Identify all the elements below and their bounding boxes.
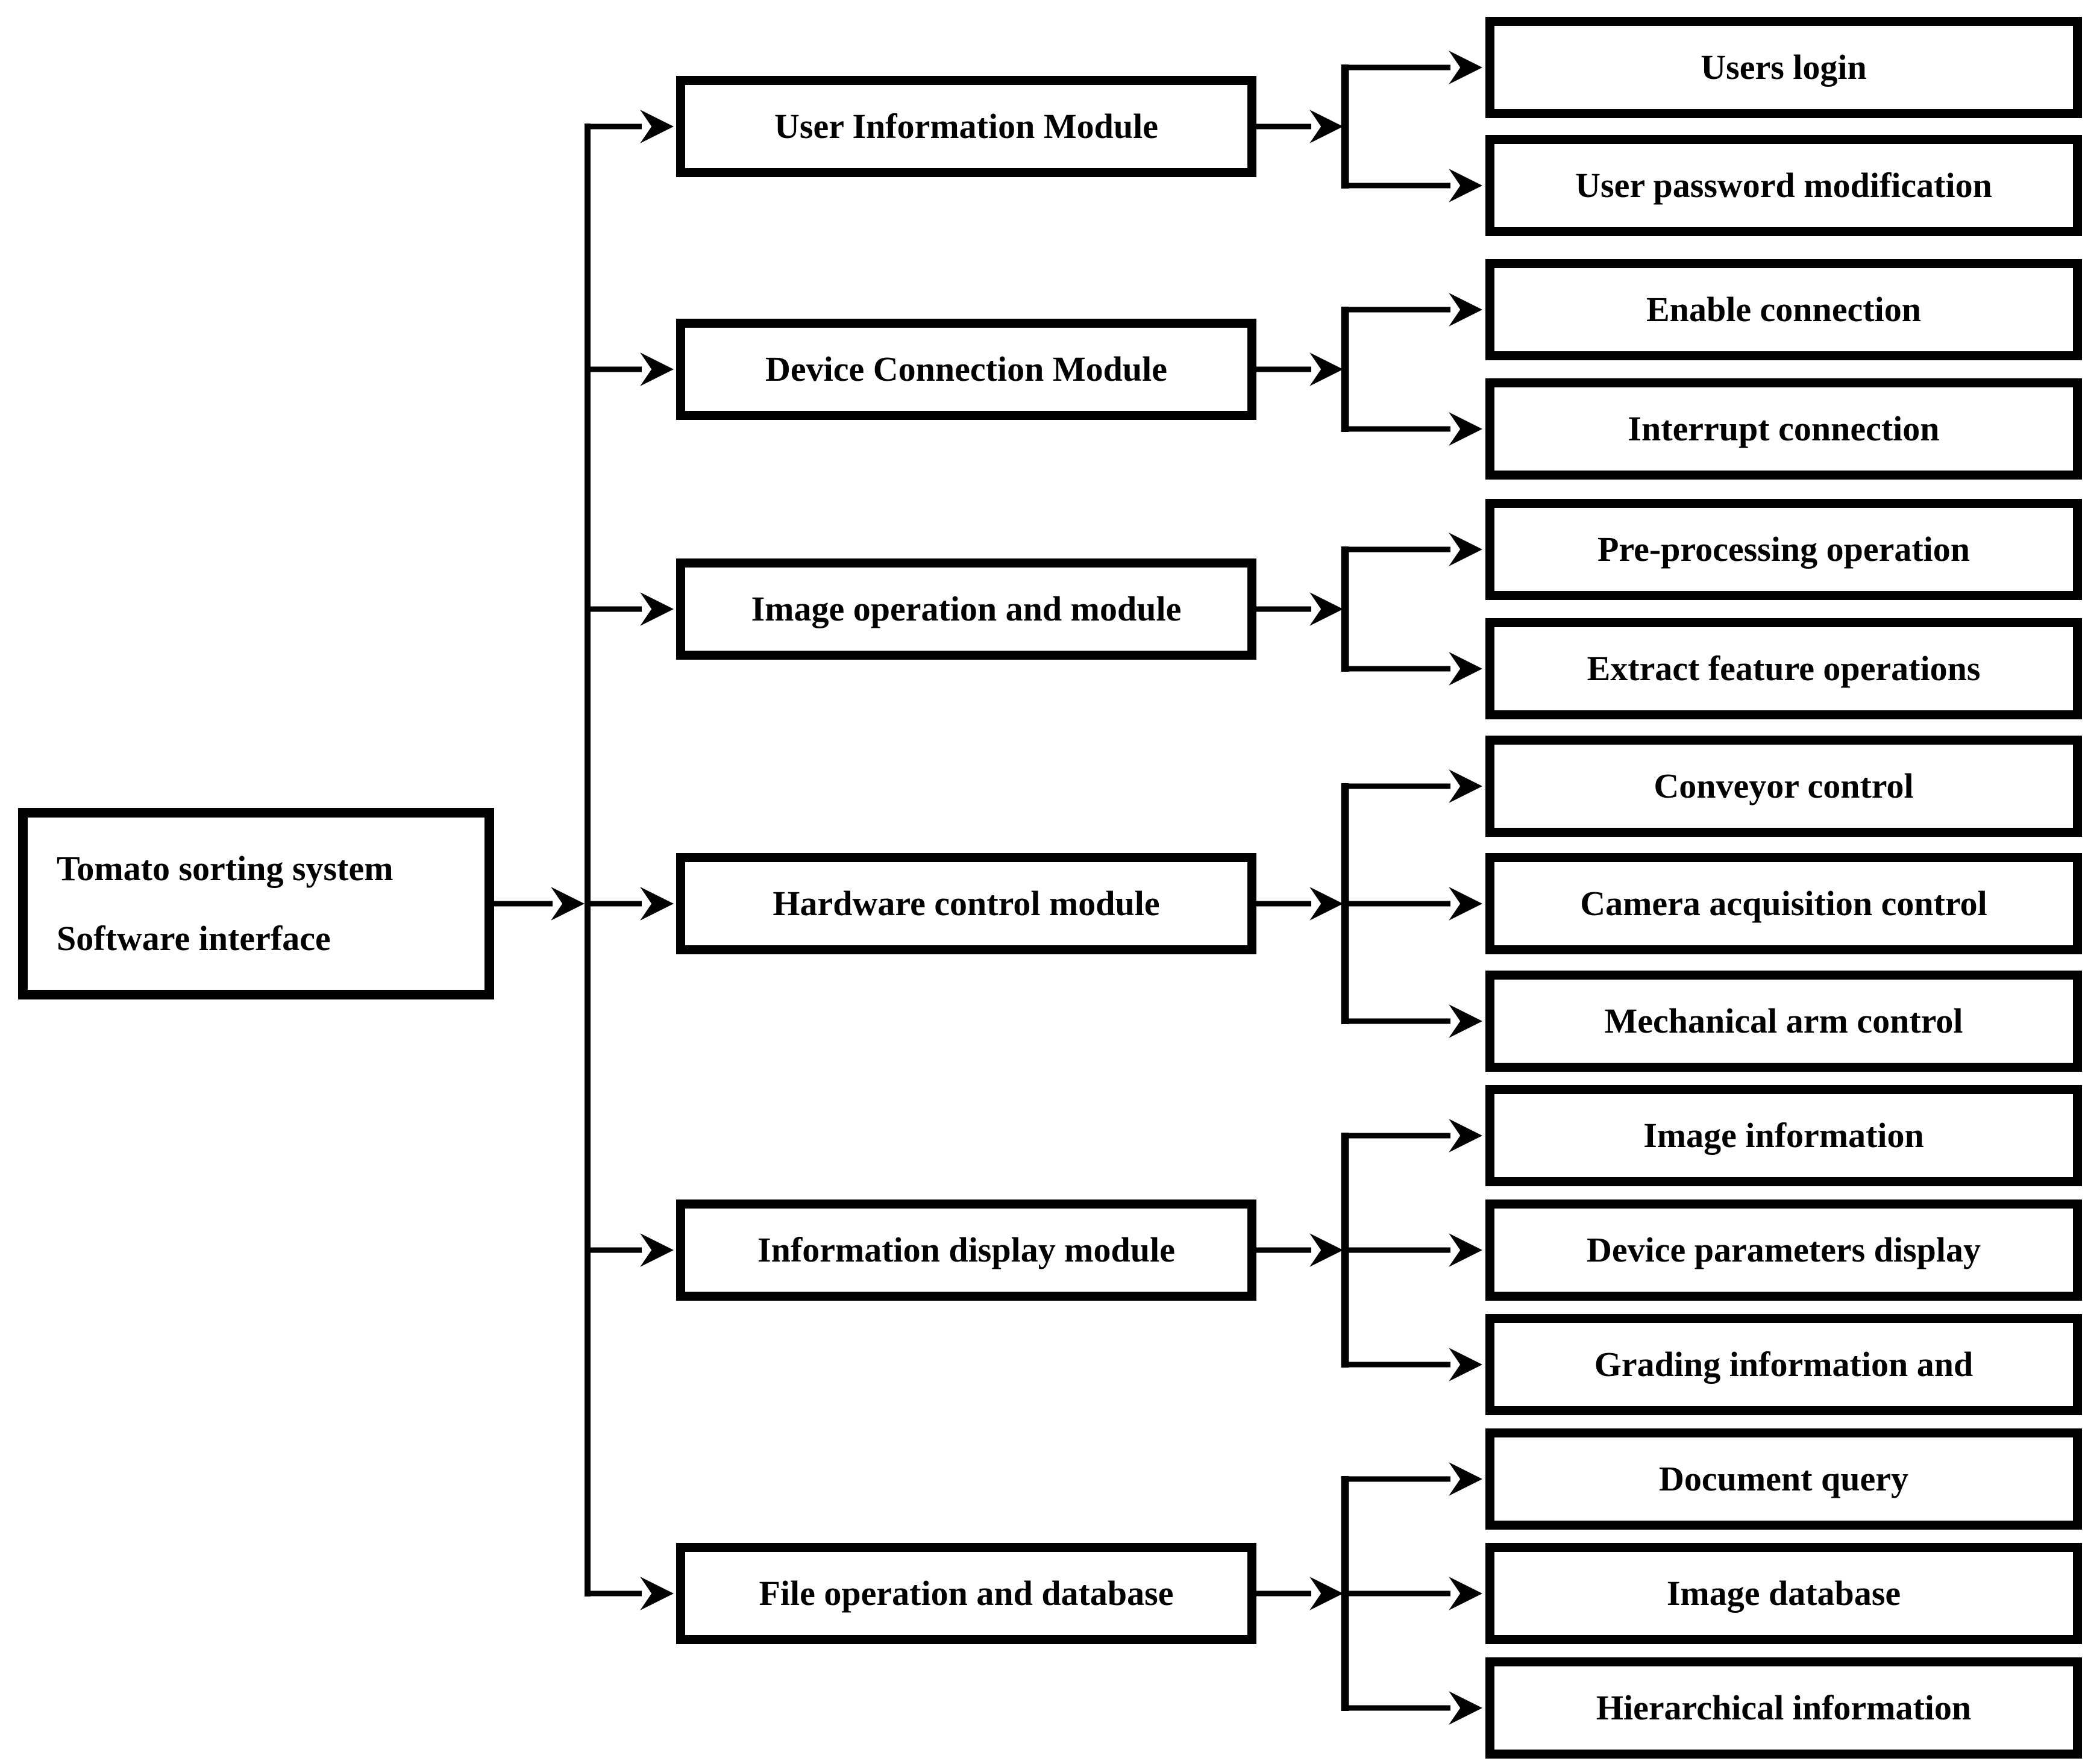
child-label: User password modification — [1575, 166, 1992, 205]
child-label: Users login — [1701, 48, 1867, 87]
module-label: User Information Module — [774, 107, 1158, 146]
module-to-junction-arrows — [1256, 110, 1344, 1610]
child-label: Hierarchical information — [1596, 1688, 1972, 1728]
module-label: Image operation and module — [751, 589, 1182, 629]
child-node-interrupt-connection: Interrupt connection — [1485, 378, 2082, 480]
child-label: Interrupt connection — [1628, 409, 1940, 449]
child-label: Image information — [1643, 1116, 1924, 1156]
module-node-file-operation: File operation and database — [676, 1543, 1256, 1644]
child-label: Camera acquisition control — [1580, 884, 1987, 924]
child-label: Document query — [1658, 1459, 1908, 1499]
child-label: Grading information and — [1594, 1345, 1974, 1384]
child-node-pre-processing-operation: Pre-processing operation — [1485, 499, 2082, 600]
child-label: Device parameters display — [1587, 1230, 1981, 1270]
child-node-device-parameters-display: Device parameters display — [1485, 1199, 2082, 1301]
child-node-extract-feature-operations: Extract feature operations — [1485, 618, 2082, 719]
module-label: Device Connection Module — [765, 349, 1167, 389]
child-node-grading-information-and: Grading information and — [1485, 1314, 2082, 1415]
module-label: File operation and database — [759, 1574, 1174, 1613]
child-node-image-information: Image information — [1485, 1085, 2082, 1186]
child-node-camera-acquisition-control: Camera acquisition control — [1485, 853, 2082, 954]
child-label: Conveyor control — [1654, 766, 1914, 806]
root-title-line1: Tomato sorting system — [57, 848, 393, 888]
child-label: Extract feature operations — [1587, 649, 1981, 689]
module-label: Information display module — [757, 1230, 1175, 1270]
module-node-image-operation: Image operation and module — [676, 558, 1256, 660]
child-label: Pre-processing operation — [1597, 530, 1970, 569]
child-node-conveyor-control: Conveyor control — [1485, 736, 2082, 837]
root-title-line2: Software interface — [57, 919, 331, 959]
child-node-mechanical-arm-control: Mechanical arm control — [1485, 971, 2082, 1072]
trunk-to-module-arrows — [588, 110, 674, 1610]
module-node-information-display: Information display module — [676, 1199, 1256, 1301]
module-node-user-information: User Information Module — [676, 76, 1256, 177]
child-node-users-login: Users login — [1485, 17, 2082, 118]
root-node-tomato-sorting-system: Tomato sorting system Software interface — [18, 808, 494, 999]
child-node-hierarchical-information: Hierarchical information — [1485, 1657, 2082, 1759]
child-label: Mechanical arm control — [1604, 1001, 1963, 1041]
child-label: Enable connection — [1646, 290, 1921, 330]
child-node-user-password-modification: User password modification — [1485, 135, 2082, 236]
module-node-hardware-control: Hardware control module — [676, 853, 1256, 954]
child-label: Image database — [1666, 1574, 1901, 1613]
child-node-image-database: Image database — [1485, 1543, 2082, 1644]
child-node-enable-connection: Enable connection — [1485, 259, 2082, 360]
module-label: Hardware control module — [773, 884, 1160, 924]
child-node-document-query: Document query — [1485, 1428, 2082, 1530]
junction-to-child-arrows — [1341, 51, 1483, 1725]
module-node-device-connection: Device Connection Module — [676, 319, 1256, 420]
